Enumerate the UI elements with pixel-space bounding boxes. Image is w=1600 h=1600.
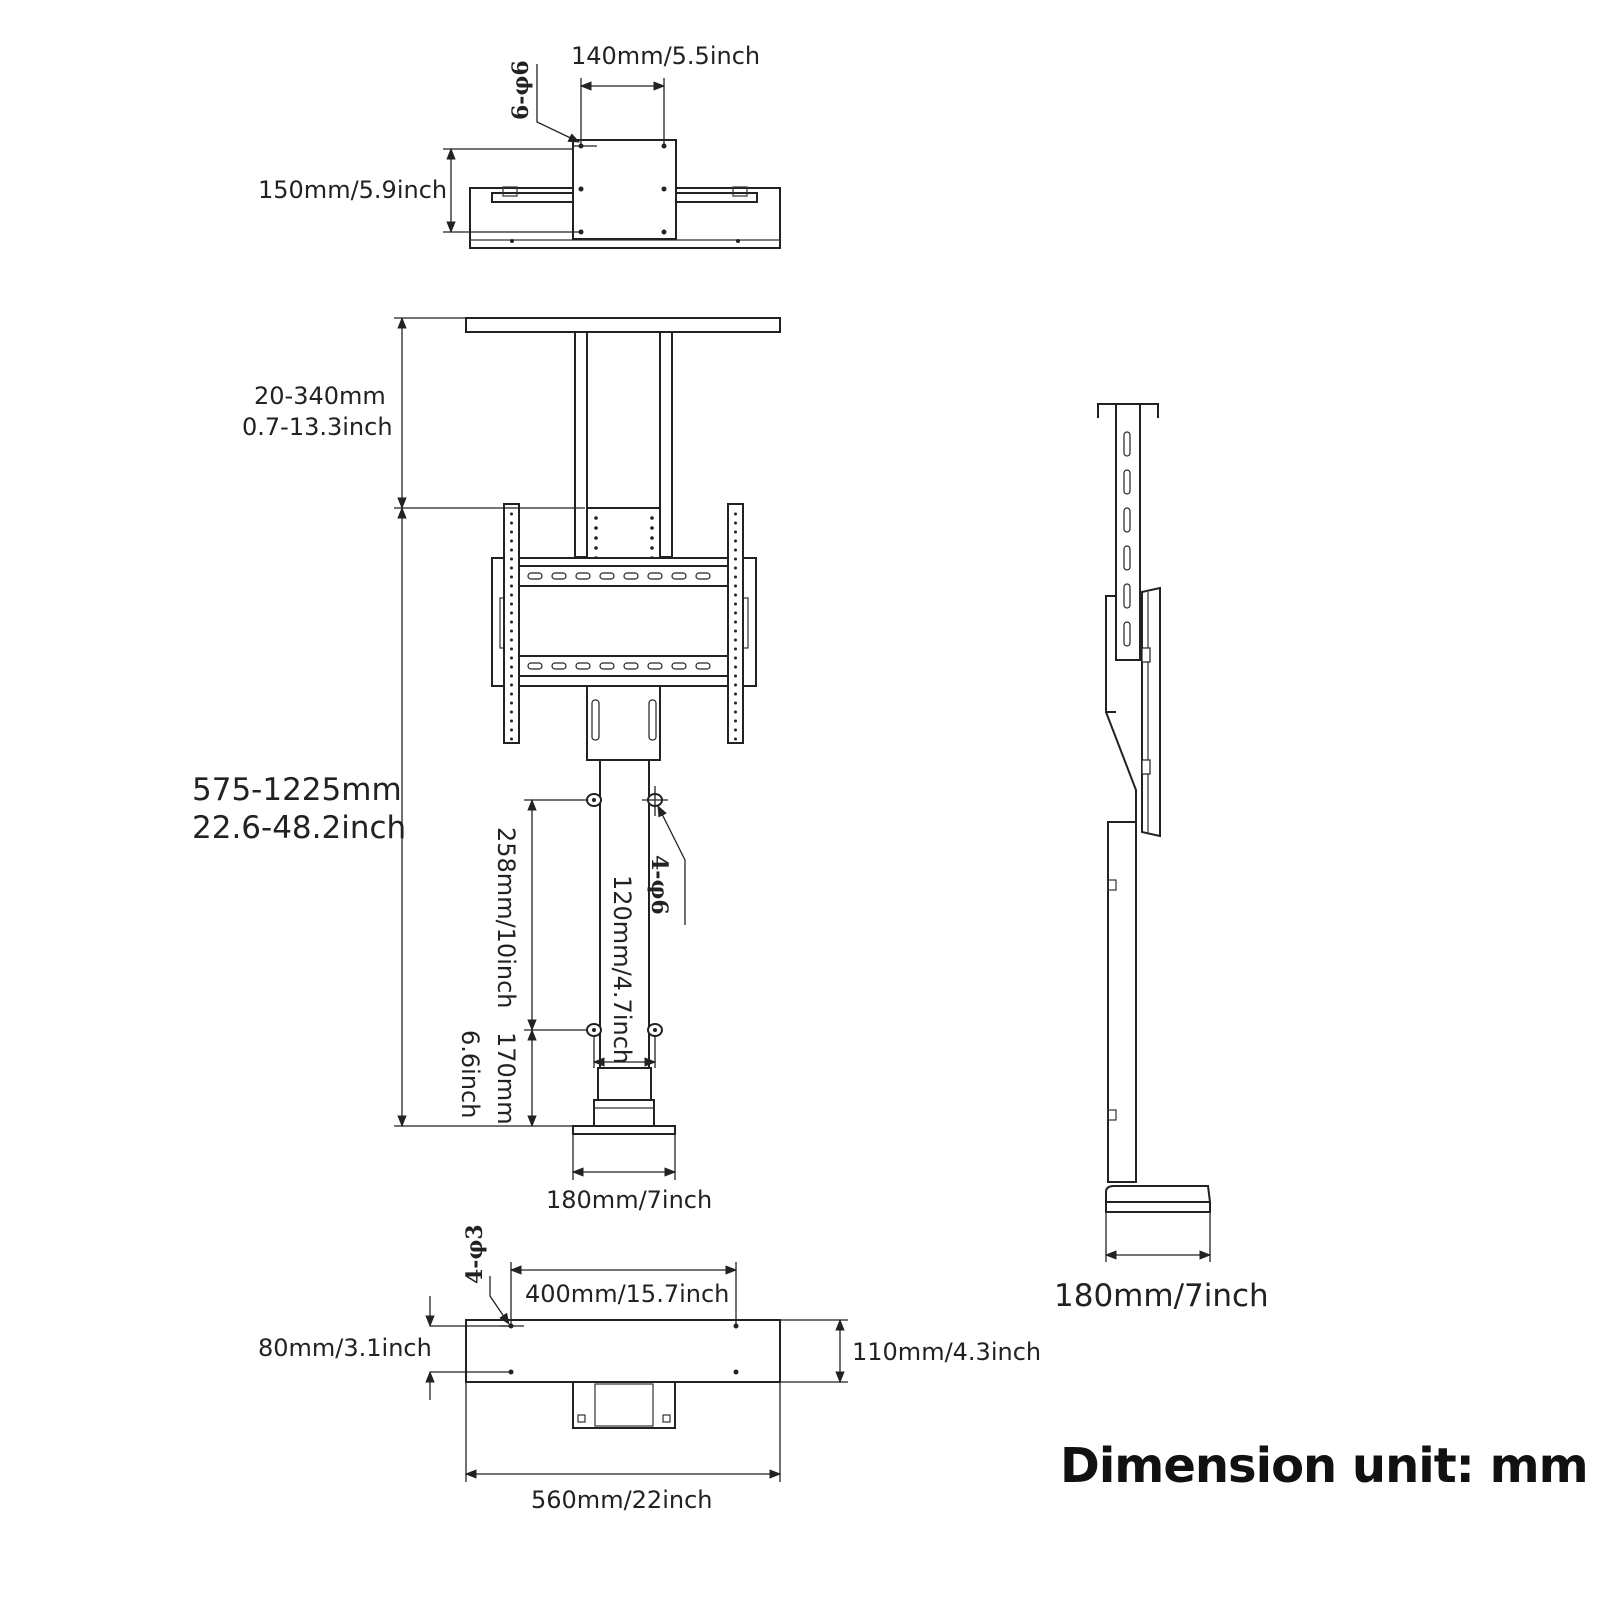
bottom-110-label: 110mm/4.3inch: [852, 1338, 1041, 1366]
front-base-label: 180mm/7inch: [546, 1186, 712, 1214]
front-258-label: 258mm/10inch: [492, 827, 520, 1008]
bottom-view: 4-φ3 400mm/15.7inch 80mm/3.1inch 110mm/4…: [258, 1224, 1041, 1514]
front-height-in-label: 22.6-48.2inch: [192, 810, 406, 846]
front-adjust-mm-label: 20-340mm: [254, 382, 386, 410]
side-base-label: 180mm/7inch: [1054, 1278, 1269, 1314]
bottom-560-label: 560mm/22inch: [531, 1486, 712, 1514]
top-mount-plate: [572, 139, 677, 240]
front-120-label: 120mm/4.7inch: [608, 875, 636, 1064]
front-adjust-in-label: 0.7-13.3inch: [242, 413, 393, 441]
ceiling-plate: [465, 317, 781, 333]
lower-column: [599, 759, 650, 1069]
front-view: 20-340mm 0.7-13.3inch 575-1225mm 22.6-48…: [192, 316, 781, 1214]
bottom-column-stub: [572, 1381, 676, 1429]
front-holes-label: 4-φ6: [646, 855, 672, 915]
bottom-holes-label: 4-φ3: [462, 1224, 488, 1284]
side-lower-column: [1107, 821, 1137, 1183]
top-width-label: 140mm/5.5inch: [571, 42, 760, 70]
front-6-6-label: 6.6inch: [456, 1030, 484, 1118]
dimension-unit-note: Dimension unit: mm: [1060, 1438, 1588, 1494]
side-view: 180mm/7inch: [1054, 403, 1269, 1314]
top-holes-label: 6-φ6: [508, 60, 534, 120]
top-depth-label: 150mm/5.9inch: [258, 176, 447, 204]
front-170-label: 170mm: [492, 1032, 520, 1125]
top-view: 140mm/5.5inch 150mm/5.9inch 6-φ6: [258, 42, 781, 249]
front-height-mm-label: 575-1225mm: [192, 772, 402, 808]
bottom-80-label: 80mm/3.1inch: [258, 1334, 432, 1362]
bottom-400-label: 400mm/15.7inch: [525, 1280, 729, 1308]
